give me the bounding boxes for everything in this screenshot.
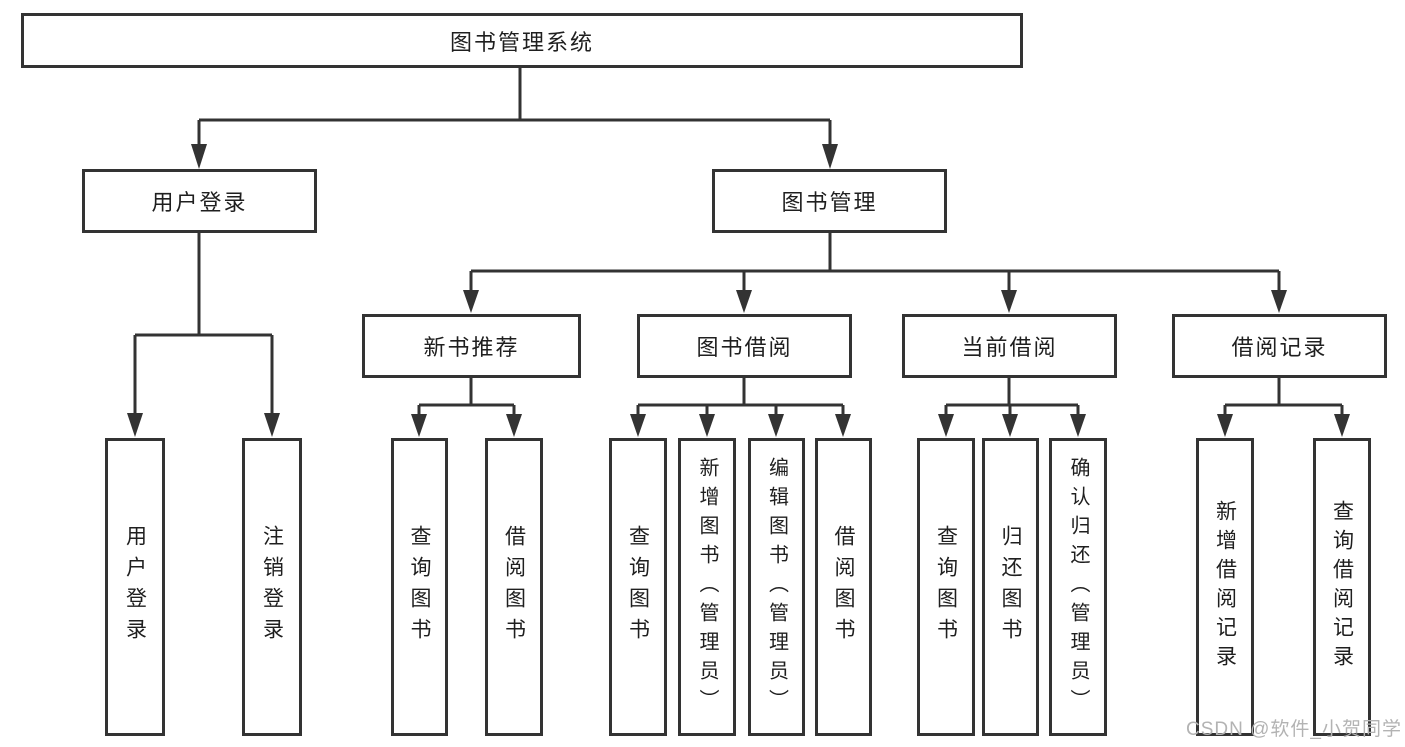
node-label: 图书借阅 <box>696 335 793 360</box>
connector-new-book-to-leaves <box>411 378 522 437</box>
node-borrow-records: 借阅记录 <box>1172 314 1387 378</box>
node-current-borrow: 当前借阅 <box>902 314 1117 378</box>
node-label: 借阅记录 <box>1231 335 1328 360</box>
leaf-query-books-current: 查询图书 <box>917 438 975 736</box>
node-root-library-system: 图书管理系统 <box>21 13 1023 68</box>
node-label: 查询借阅记录 <box>1330 500 1354 674</box>
node-label: 当前借阅 <box>961 335 1058 360</box>
node-label: 图书管理系统 <box>449 29 594 55</box>
connector-user-login-to-leaves <box>127 233 280 437</box>
leaf-confirm-return-admin: 确认归还（管理员） <box>1049 438 1107 736</box>
csdn-watermark: CSDN @软件_小贺同学 <box>1186 719 1402 740</box>
node-label: 新增借阅记录 <box>1213 500 1237 674</box>
leaf-user-login: 用户登录 <box>105 438 165 736</box>
node-label: 新书推荐 <box>423 335 520 360</box>
leaf-query-books-borrow: 查询图书 <box>609 438 667 736</box>
node-label: 新增图书（管理员） <box>696 456 718 718</box>
leaf-borrow-books-recommend: 借阅图书 <box>485 438 543 736</box>
leaf-logout: 注销登录 <box>242 438 302 736</box>
leaf-borrow-books: 借阅图书 <box>815 438 872 736</box>
node-book-borrow: 图书借阅 <box>637 314 852 378</box>
node-label: 用户登录 <box>123 525 147 649</box>
connector-root-to-level2 <box>191 68 838 169</box>
node-label: 查询图书 <box>934 525 958 649</box>
connector-current-borrow-to-leaves <box>938 378 1086 437</box>
leaf-return-books: 归还图书 <box>982 438 1039 736</box>
node-label: 查询图书 <box>408 525 431 649</box>
node-label: 借阅图书 <box>832 525 855 649</box>
node-label: 查询图书 <box>626 525 650 649</box>
leaf-add-books-admin: 新增图书（管理员） <box>678 438 736 736</box>
leaf-edit-books-admin: 编辑图书（管理员） <box>748 438 805 736</box>
node-label: 注销登录 <box>260 525 284 649</box>
connector-book-management-to-level3 <box>463 233 1287 313</box>
leaf-query-borrow-record: 查询借阅记录 <box>1313 438 1371 736</box>
node-label: 用户登录 <box>151 190 248 215</box>
node-book-management: 图书管理 <box>712 169 947 233</box>
connector-book-borrow-to-leaves <box>630 378 851 437</box>
node-new-book-recommend: 新书推荐 <box>362 314 581 378</box>
node-label: 借阅图书 <box>502 525 526 649</box>
connector-borrow-records-to-leaves <box>1217 378 1350 437</box>
node-user-login: 用户登录 <box>82 169 317 233</box>
leaf-add-borrow-record: 新增借阅记录 <box>1196 438 1254 736</box>
node-label: 编辑图书（管理员） <box>765 456 788 718</box>
node-label: 确认归还（管理员） <box>1067 456 1089 718</box>
node-label: 归还图书 <box>999 525 1022 649</box>
leaf-query-books-recommend: 查询图书 <box>391 438 448 736</box>
node-label: 图书管理 <box>781 190 878 215</box>
